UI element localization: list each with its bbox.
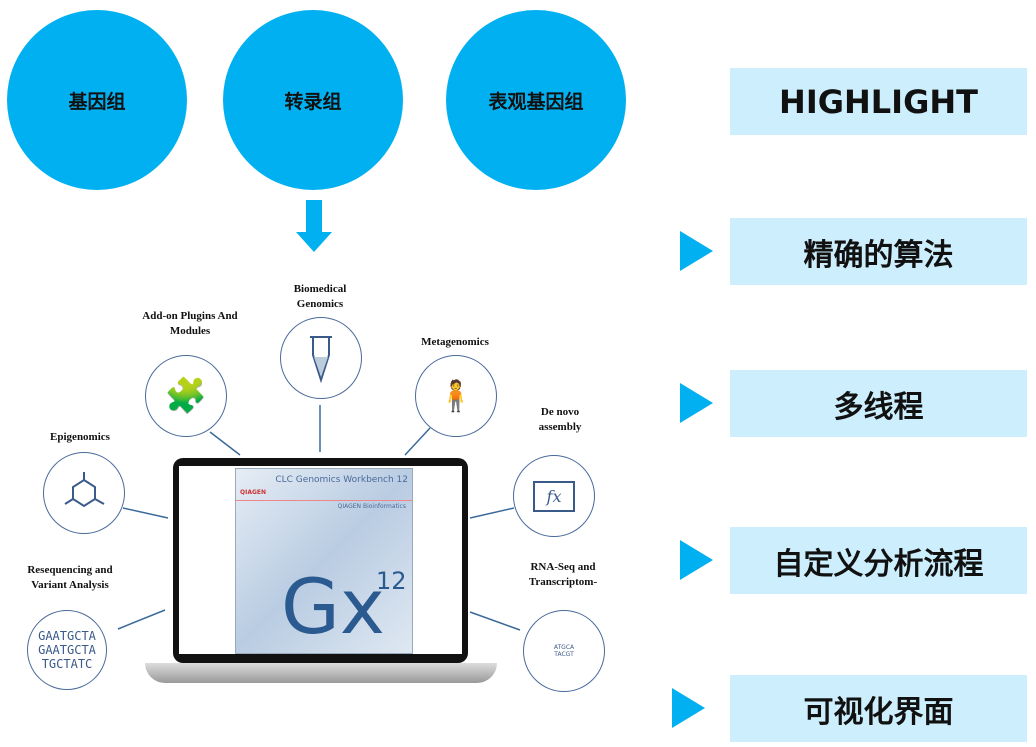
label-epigenomics: Epigenomics: [50, 431, 110, 443]
highlight-title: HIGHLIGHT: [730, 68, 1027, 135]
triangle-icon: [680, 383, 713, 423]
laptop-base: [145, 663, 497, 683]
connector-lines: [117, 405, 521, 631]
molecule-icon: [43, 452, 125, 534]
cover-subtitle: QIAGEN Bioinformatics: [337, 503, 406, 510]
circle-genome: 基因组: [7, 10, 187, 190]
label-biomedical: Biomedical Genomics: [293, 283, 347, 310]
label-rnaseq: RNA-Seq and Transcriptom-: [528, 561, 598, 588]
dna-line: GAATGCTA: [38, 643, 96, 657]
gx-logo: Gx: [281, 562, 385, 651]
dna-line: TGCTATC: [41, 657, 93, 671]
cover-title: CLC Genomics Workbench 12: [275, 475, 408, 485]
feature-box: 可视化界面: [730, 675, 1027, 742]
label-reseq: Resequencing and Variant Analysis: [27, 564, 113, 591]
qiagen-logo: QIAGEN: [240, 489, 267, 496]
monitor-fx-icon: fx: [513, 455, 595, 537]
software-cover: CLC Genomics Workbench 12 QIAGEN QIAGEN …: [235, 468, 413, 654]
dna-line: GAATGCTA: [38, 629, 96, 643]
divider: [236, 500, 412, 501]
feature-box: 自定义分析流程: [730, 527, 1027, 594]
rna-line: TACGT: [554, 651, 574, 658]
triangle-icon: [672, 688, 705, 728]
label-denovo: De novo assembly: [538, 406, 582, 433]
version-number: 12: [376, 567, 407, 595]
human-body-icon: 🧍: [415, 355, 497, 437]
laptop: CLC Genomics Workbench 12 QIAGEN QIAGEN …: [173, 458, 468, 663]
circle-transcriptome: 转录组: [223, 10, 403, 190]
feature-box: 多线程: [730, 370, 1027, 437]
feature-box: 精确的算法: [730, 218, 1027, 285]
down-arrow-icon: [296, 200, 332, 252]
triangle-icon: [680, 540, 713, 580]
laptop-screen: CLC Genomics Workbench 12 QIAGEN QIAGEN …: [179, 466, 462, 654]
triangle-icon: [680, 231, 713, 271]
rna-line: ATGCA: [553, 644, 575, 651]
label-plugins: Add-on Plugins And Modules: [142, 310, 238, 337]
test-tube-icon: [280, 317, 362, 399]
circle-epigenome: 表观基因组: [446, 10, 626, 190]
puzzle-icon: 🧩: [145, 355, 227, 437]
label-metagenomics: Metagenomics: [421, 336, 489, 348]
